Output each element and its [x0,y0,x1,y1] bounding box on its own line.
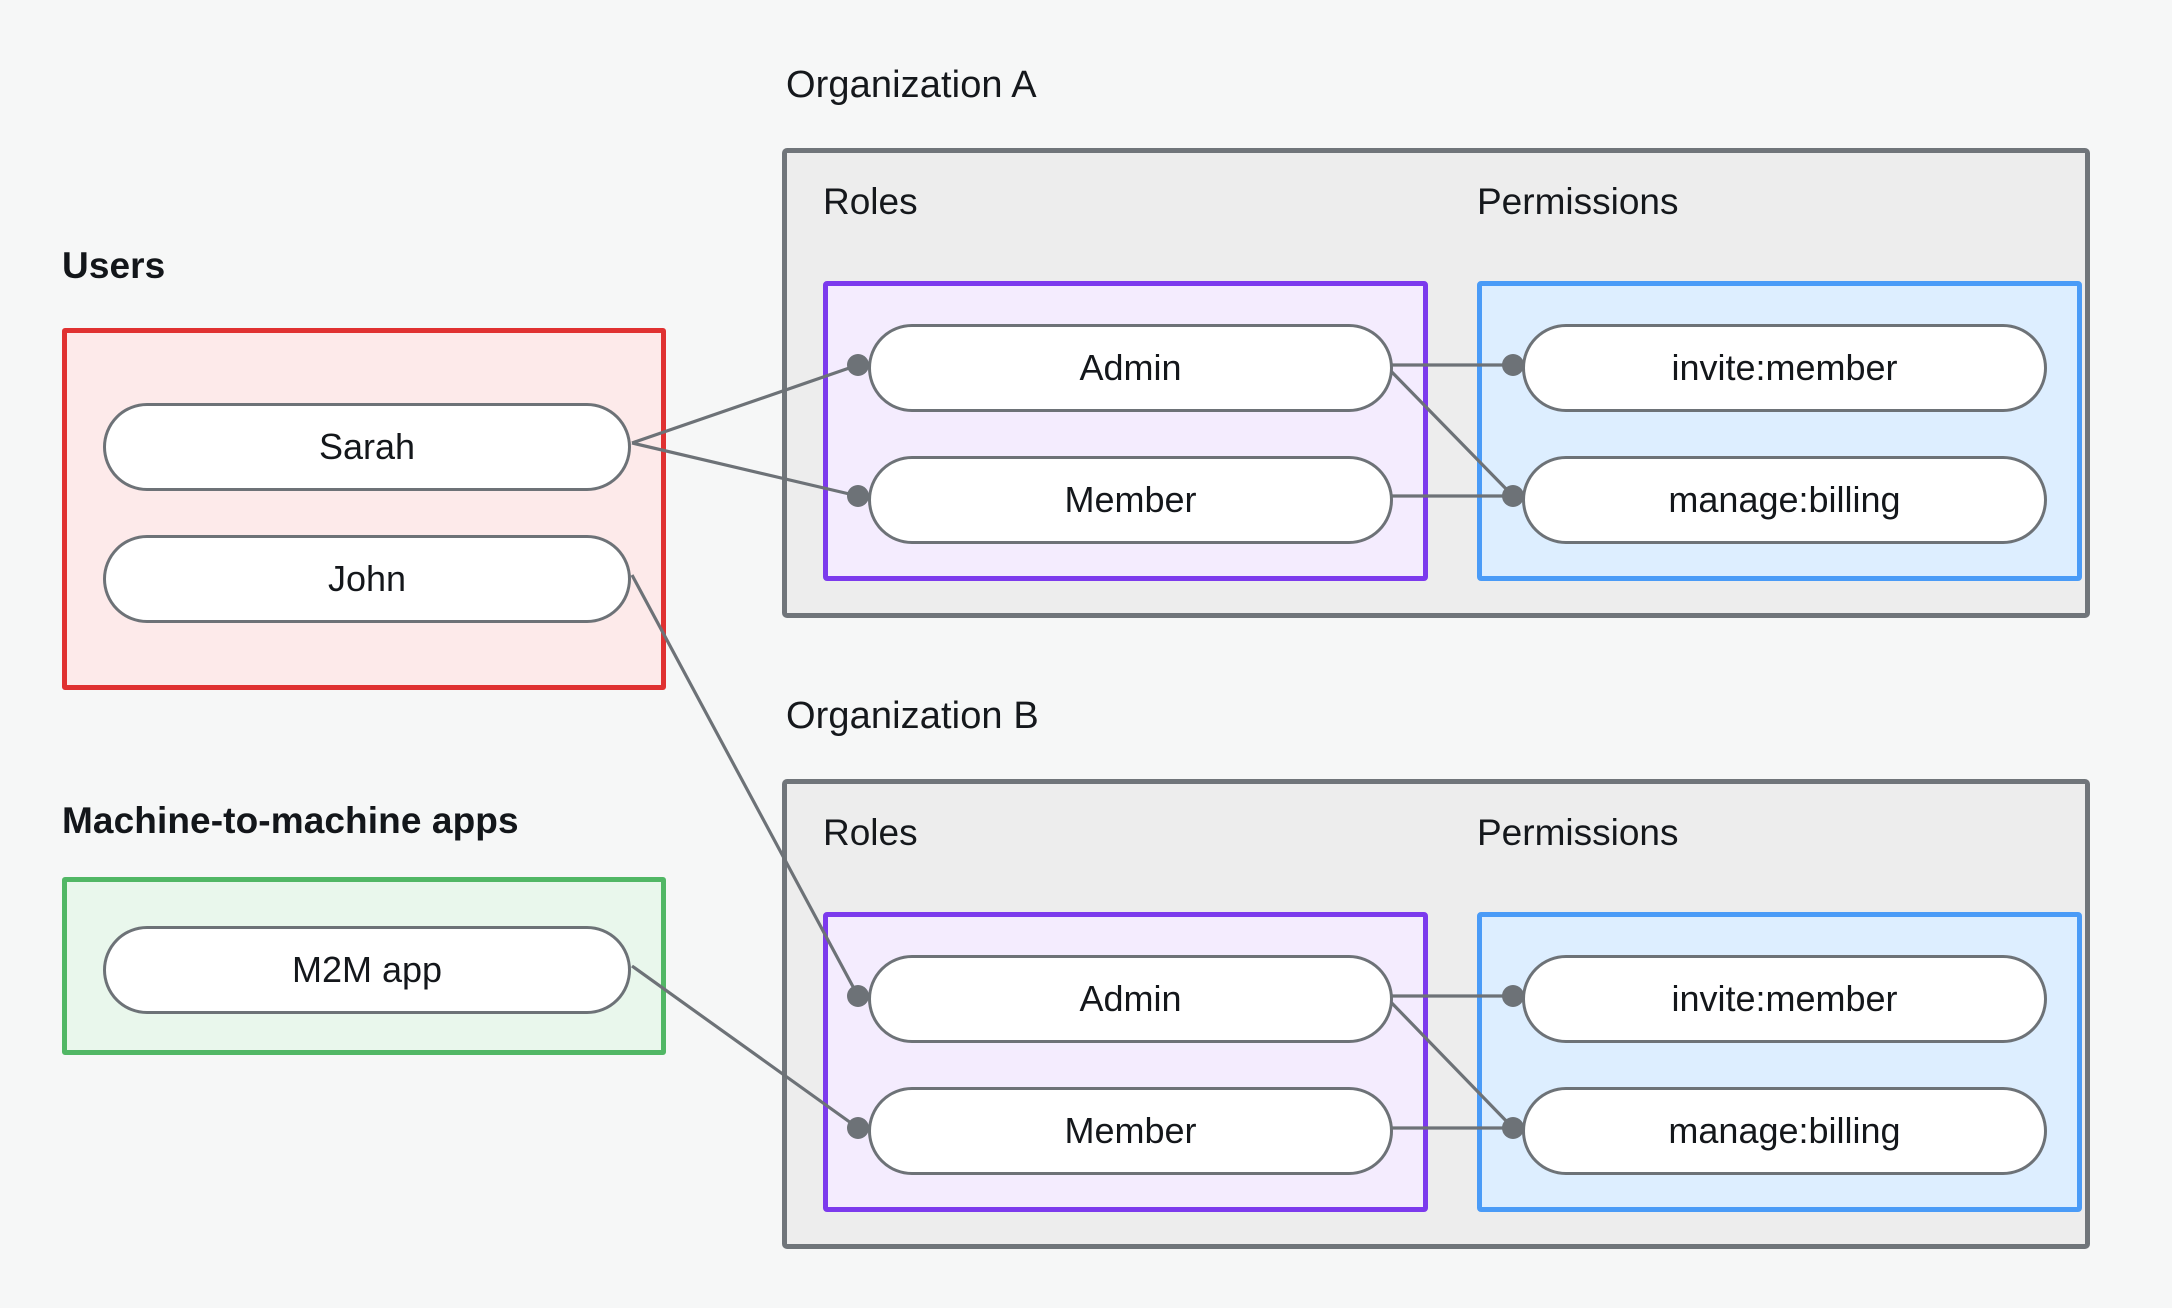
node-orgB-permission-manage-billing[interactable]: manage:billing [1522,1087,2047,1175]
organization-b-caption: Organization B [786,695,1039,737]
organization-b-container: Roles Permissions Admin Member invite:me… [782,779,2090,1249]
node-orgA-role-member[interactable]: Member [868,456,1393,544]
organization-b-permissions-label: Permissions [1477,812,1679,853]
node-orgA-role-admin[interactable]: Admin [868,324,1393,412]
node-m2m-app[interactable]: M2M app [103,926,631,1014]
node-orgB-role-member[interactable]: Member [868,1087,1393,1175]
organization-b-roles-label: Roles [823,812,918,853]
m2m-group-box: M2M app [62,877,666,1055]
organization-a-caption: Organization A [786,64,1037,106]
node-orgA-permission-manage-billing[interactable]: manage:billing [1522,456,2047,544]
node-orgA-permission-invite-member[interactable]: invite:member [1522,324,2047,412]
organization-a-permissions-box: invite:member manage:billing [1477,281,2082,581]
organization-b-permissions-box: invite:member manage:billing [1477,912,2082,1212]
organization-a-permissions-label: Permissions [1477,181,1679,222]
organization-a-roles-box: Admin Member [823,281,1428,581]
organization-a-roles-label: Roles [823,181,918,222]
organization-a-container: Roles Permissions Admin Member invite:me… [782,148,2090,618]
organization-b-roles-box: Admin Member [823,912,1428,1212]
node-user-sarah[interactable]: Sarah [103,403,631,491]
node-orgB-permission-invite-member[interactable]: invite:member [1522,955,2047,1043]
users-section-caption: Users [62,245,166,286]
node-orgB-role-admin[interactable]: Admin [868,955,1393,1043]
m2m-section-caption: Machine-to-machine apps [62,800,519,841]
users-group-box: Sarah John [62,328,666,690]
node-user-john[interactable]: John [103,535,631,623]
